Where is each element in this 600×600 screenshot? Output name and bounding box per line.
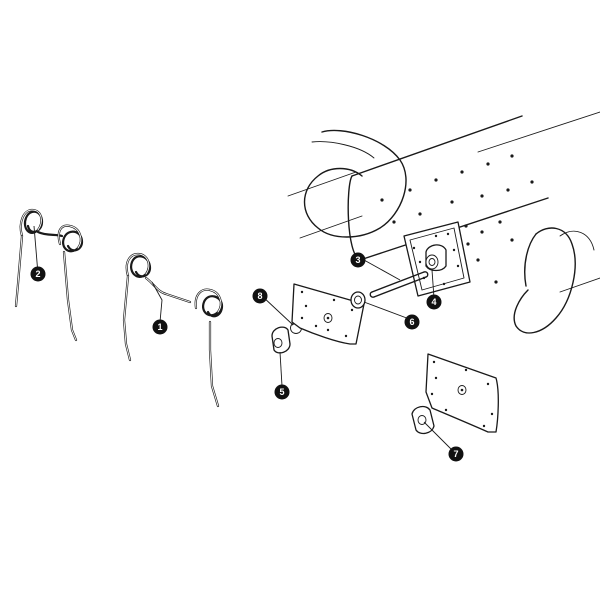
bushing-part-6	[350, 291, 366, 309]
callout-leaders	[33, 225, 455, 453]
callout-6: 6	[404, 314, 420, 330]
rotor-tube	[287, 111, 600, 334]
clamp-plate-lower	[425, 353, 499, 433]
callout-5-label: 5	[279, 387, 284, 397]
callout-1: 1	[152, 319, 168, 335]
callout-7: 7	[448, 446, 464, 462]
pin-part-3	[369, 271, 429, 298]
callout-1-label: 1	[157, 322, 162, 332]
callout-7-label: 7	[453, 449, 458, 459]
callout-3-label: 3	[355, 255, 360, 265]
spring-tine-part-2	[14, 208, 84, 342]
callout-8: 8	[252, 288, 268, 304]
washer-part-7	[411, 405, 435, 435]
callout-2: 2	[30, 266, 46, 282]
callout-8-label: 8	[257, 291, 262, 301]
spring-tine-part-1	[122, 252, 224, 408]
callout-3: 3	[350, 252, 366, 268]
callout-6-label: 6	[409, 317, 414, 327]
callout-4: 4	[426, 294, 442, 310]
washer-part-5	[271, 326, 291, 354]
callout-2-label: 2	[35, 269, 40, 279]
clamp-plate-upper	[291, 283, 365, 345]
callout-4-label: 4	[431, 297, 436, 307]
callout-5: 5	[274, 384, 290, 400]
